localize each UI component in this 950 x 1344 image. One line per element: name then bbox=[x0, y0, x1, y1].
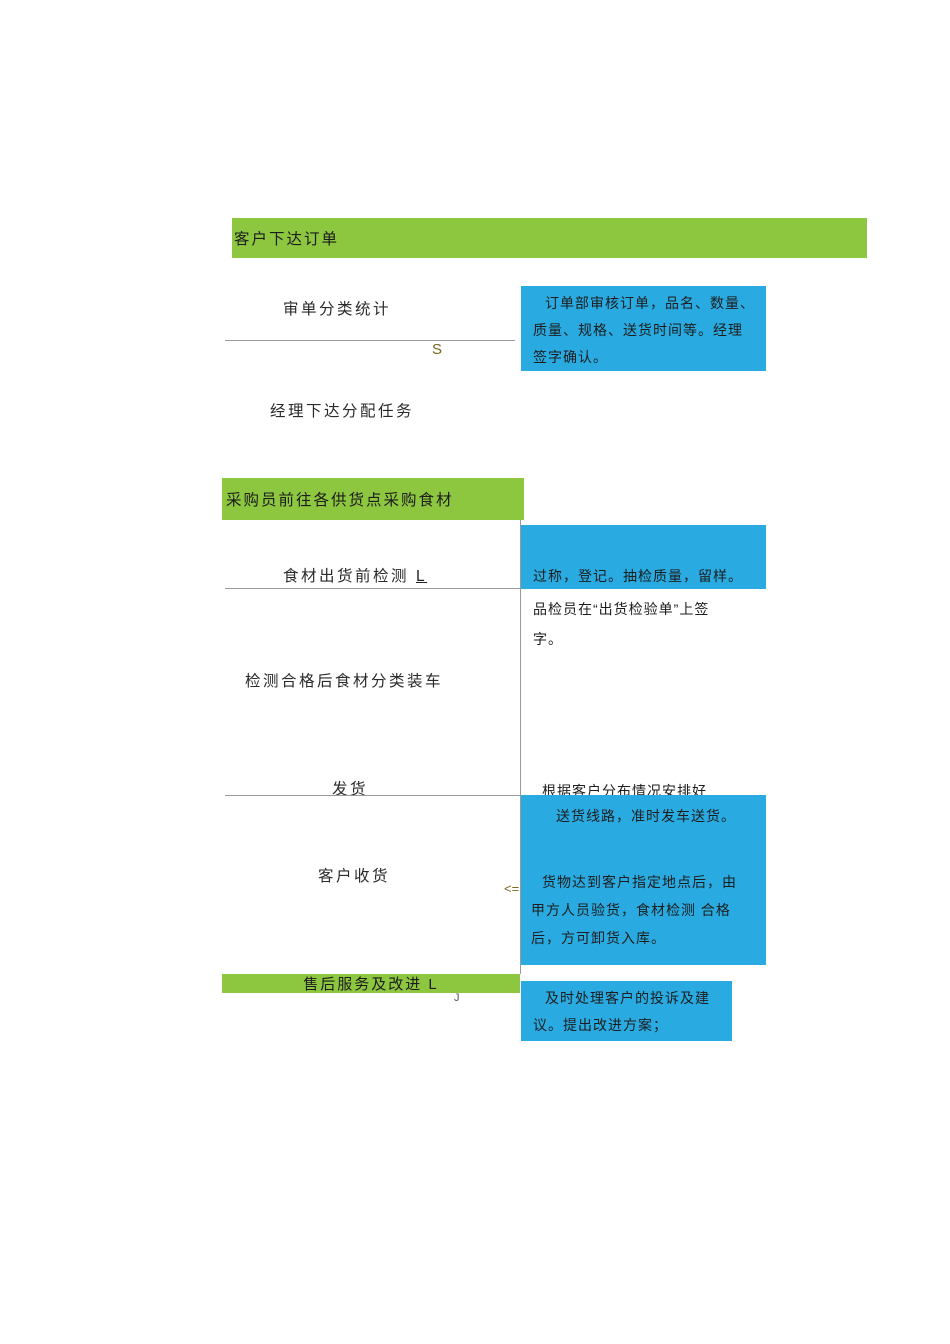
note-weigh-box: 过称，登记。抽检质量，留样。 bbox=[521, 525, 766, 589]
step-ship-label: 发货 bbox=[332, 781, 369, 798]
step-inspect: 食材出货前检测 L bbox=[283, 564, 427, 586]
note-delivery-text: 货物达到客户指定地点后，由甲方人员验货，食材检测 合格后，方可卸货入库。 bbox=[531, 874, 737, 946]
note-sign-text: 品检员在“出货检验单”上签字。 bbox=[533, 601, 710, 647]
note-order-review-box: 订单部审核订单，品名、数量、质量、规格、送货时间等。经理签字确认。 bbox=[521, 286, 766, 371]
flow-header-after-sales-label: 售后服务及改进 L bbox=[303, 976, 439, 993]
mark-s: S bbox=[432, 341, 443, 358]
divider-under-inspect bbox=[225, 588, 520, 589]
flow-header-customer-order: 客户下达订单 bbox=[232, 218, 867, 258]
step-load-label: 检测合格后食材分类装车 bbox=[245, 673, 444, 690]
mark-l-underlined: L bbox=[416, 568, 428, 585]
mark-j: J bbox=[454, 992, 460, 1004]
note-route-rest-text: 送货线路，准时发车送货。 bbox=[556, 808, 736, 824]
mark-arrow: <= bbox=[504, 881, 520, 896]
note-order-review-text: 订单部审核订单，品名、数量、质量、规格、送货时间等。经理签字确认。 bbox=[533, 295, 755, 365]
flow-header-customer-order-label: 客户下达订单 bbox=[234, 231, 340, 248]
divider-under-review bbox=[225, 340, 515, 341]
step-inspect-label: 食材出货前检测 bbox=[283, 568, 410, 585]
note-after-sales-box: 及时处理客户的投诉及建议。提出改进方案； bbox=[521, 981, 732, 1041]
divider-under-ship bbox=[225, 795, 520, 796]
note-delivery-box: 送货线路，准时发车送货。 货物达到客户指定地点后，由甲方人员验货，食材检测 合格… bbox=[521, 795, 766, 965]
flow-header-after-sales: 售后服务及改进 L bbox=[222, 974, 520, 993]
vertical-separator-line bbox=[520, 520, 521, 974]
step-receive-label: 客户收货 bbox=[318, 868, 391, 885]
note-after-sales-text: 及时处理客户的投诉及建议。提出改进方案； bbox=[533, 990, 710, 1033]
step-assign-label: 经理下达分配任务 bbox=[270, 403, 415, 420]
note-weigh-text: 过称，登记。抽检质量，留样。 bbox=[533, 568, 743, 584]
flow-header-purchase-label: 采购员前往各供货点采购食材 bbox=[226, 492, 454, 509]
step-review-label: 审单分类统计 bbox=[283, 301, 392, 318]
flow-header-purchase: 采购员前往各供货点采购食材 bbox=[222, 478, 524, 520]
